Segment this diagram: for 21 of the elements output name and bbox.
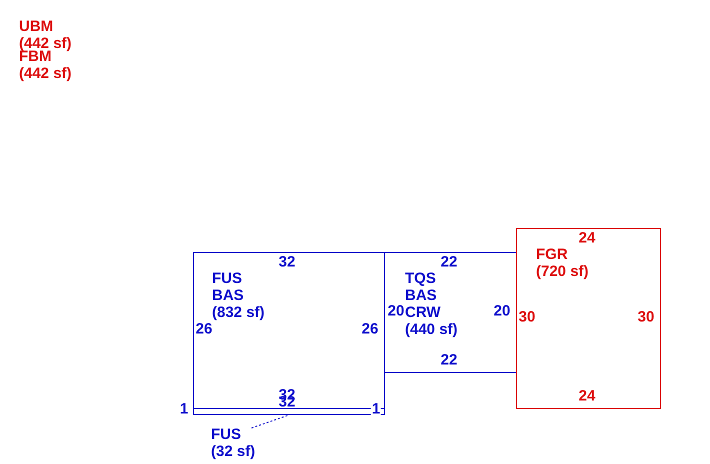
dimension-label: 22 — [440, 254, 458, 270]
dimension-label: 32 — [278, 254, 296, 270]
dimension-label: 20 — [494, 302, 510, 320]
dimension-label: 22 — [440, 352, 458, 368]
room-outline — [384, 252, 517, 373]
room-outline — [516, 228, 661, 409]
dimension-label: 24 — [578, 230, 596, 246]
dimension-label: 1 — [180, 400, 188, 418]
dimension-label: 24 — [578, 388, 596, 404]
dimension-label: 26 — [196, 320, 212, 338]
room-label: FUS (32 sf) — [211, 426, 265, 460]
dimension-label: 30 — [518, 308, 536, 326]
leader-line — [251, 414, 290, 428]
dimension-label: 30 — [638, 308, 654, 326]
dimension-label: 1 — [370, 400, 382, 418]
room-label: FUS BAS (832 sf) — [212, 270, 266, 321]
dimension-label: 26 — [362, 320, 378, 338]
room-label: TQS BAS CRW (440 sf) — [405, 270, 459, 338]
area-label: UBM (442 sf) — [19, 18, 73, 52]
room-label: FGR (720 sf) — [536, 246, 590, 280]
dimension-label: 20 — [388, 302, 404, 320]
